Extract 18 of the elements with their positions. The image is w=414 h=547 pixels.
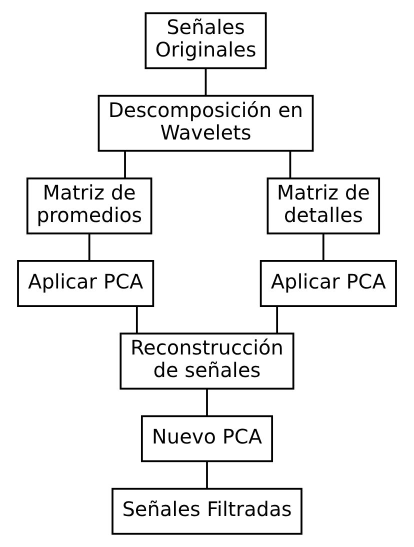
connector <box>289 151 292 178</box>
node-box: Señales Originales <box>144 12 267 70</box>
connector <box>276 306 278 334</box>
node-box: Nuevo PCA <box>140 415 274 462</box>
node-box: Descomposición en Wavelets <box>98 94 314 152</box>
node-box: Matriz de promedios <box>26 177 152 234</box>
node-box: Aplicar PCA <box>17 260 154 307</box>
connector <box>88 233 90 261</box>
node-box: Matriz de detalles <box>266 177 380 234</box>
connector <box>124 151 126 178</box>
connector <box>206 388 208 416</box>
connector <box>136 306 138 334</box>
connector <box>204 68 207 96</box>
connector <box>206 461 208 488</box>
node-box: Reconstrucción de señales <box>120 332 294 390</box>
connector <box>322 233 324 261</box>
node-box: Aplicar PCA <box>260 260 397 307</box>
node-box: Señales Filtradas <box>112 488 302 535</box>
